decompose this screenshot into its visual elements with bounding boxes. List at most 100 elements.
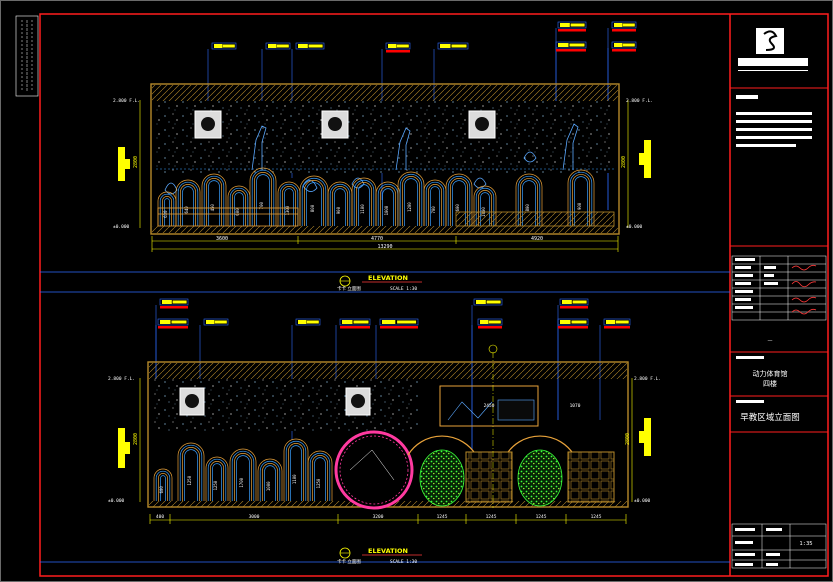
annotation-tag bbox=[157, 318, 189, 329]
upper-floor-band bbox=[152, 226, 618, 233]
lower-dim-6: 1245 bbox=[536, 514, 547, 520]
storage-shelf bbox=[567, 451, 615, 503]
lower-dim-5: 1245 bbox=[486, 514, 497, 520]
annotation-tag bbox=[611, 21, 637, 32]
picture-frame bbox=[468, 110, 496, 139]
rainbow-arch: 800 bbox=[299, 175, 329, 226]
arch-dimension-label: 900 bbox=[336, 206, 341, 214]
signoff-marks bbox=[735, 258, 778, 309]
rainbow-arch: 700 bbox=[249, 167, 277, 226]
upper-bottom-dims bbox=[151, 236, 619, 252]
company-info-bars bbox=[736, 95, 812, 147]
lower-title bbox=[339, 547, 422, 559]
arch-dimension-label: 450 bbox=[210, 204, 215, 212]
storage-shelf bbox=[465, 451, 513, 503]
upper-height-left: 2800 bbox=[133, 156, 139, 168]
annotation-tag bbox=[211, 42, 237, 50]
rabbit-outline bbox=[164, 182, 178, 195]
rainbow-arch: 600 bbox=[153, 468, 173, 501]
arch-dimension-label: 1200 bbox=[407, 202, 412, 212]
upper-starry-wall bbox=[156, 101, 614, 173]
annotation-tag bbox=[557, 318, 589, 329]
upper-dim-2: 4770 bbox=[371, 236, 383, 242]
lower-title-text: ELEVATION bbox=[368, 547, 408, 555]
drawing-info-table bbox=[731, 523, 827, 569]
arch-dimension-label: 1000 bbox=[266, 481, 271, 491]
drawing-name: 早教区域立面图 bbox=[740, 412, 800, 423]
annotation-tag bbox=[295, 318, 321, 326]
lower-height-left: 2800 bbox=[133, 433, 139, 445]
arch-dimension-label: 900 bbox=[577, 202, 582, 210]
rabbit-outline bbox=[473, 177, 487, 189]
round-doorway bbox=[334, 430, 414, 510]
arch-dimension-label: 1250 bbox=[213, 480, 218, 490]
lower-level-bottom-left: ±0.000 bbox=[108, 498, 125, 504]
lower-dim-2: 3000 bbox=[249, 514, 260, 520]
lower-arches: 125012501700100011001250600800 bbox=[153, 438, 607, 501]
annotation-tag bbox=[295, 42, 325, 50]
lower-title-sub-b: SCALE 1:30 bbox=[390, 559, 417, 565]
upper-ceiling-band bbox=[152, 85, 618, 101]
annotation-tag bbox=[473, 298, 503, 306]
lower-height-right: 2800 bbox=[625, 433, 631, 445]
rabbit-outline bbox=[523, 151, 537, 163]
annotation-tag bbox=[203, 318, 229, 326]
arch-dimension-label: 600 bbox=[455, 204, 460, 212]
lower-panel-label-2: 1070 bbox=[570, 403, 581, 409]
arch-dimension-label: 700 bbox=[259, 202, 264, 210]
title-block: — 动力体育馆 四楼 早教区域立面图 1:35 bbox=[730, 28, 828, 569]
upper-height-right: 2800 bbox=[621, 156, 627, 168]
annotation-tag bbox=[385, 42, 411, 53]
upper-level-bottom-right: ±0.000 bbox=[626, 224, 643, 230]
project-name-line2: 四楼 bbox=[763, 379, 777, 388]
upper-wall-outline bbox=[150, 83, 620, 235]
arch-dimension-label: 600 bbox=[159, 486, 164, 494]
upper-title-text: ELEVATION bbox=[368, 274, 408, 282]
annotation-tag bbox=[611, 41, 637, 52]
rainbow-arch: 800 bbox=[515, 173, 543, 226]
annotation-tag bbox=[265, 42, 291, 50]
rainbow-arch: 1250 bbox=[205, 456, 229, 501]
annotation-tag bbox=[437, 42, 469, 50]
giraffe-outline bbox=[562, 123, 579, 171]
drawing-scale: 1:35 bbox=[799, 541, 812, 547]
lower-level-bottom-right: ±0.000 bbox=[634, 498, 651, 504]
annotation-tag bbox=[159, 298, 189, 309]
rabbit-outline bbox=[302, 180, 318, 192]
signatures bbox=[791, 264, 817, 315]
lower-elevation: 2450 1070 125012501700100011001250600800 bbox=[108, 298, 661, 565]
title-block-dash: — bbox=[768, 338, 773, 344]
arch-dimension-label: 1000 bbox=[384, 205, 389, 215]
upper-title bbox=[339, 275, 422, 287]
arch-dimension-label: 1300 bbox=[285, 205, 290, 215]
annotation-tag bbox=[477, 318, 503, 329]
arch-dimension-label: 1100 bbox=[360, 204, 365, 214]
lower-level-top-left: 2.800 F.L. bbox=[108, 376, 135, 382]
signoff-table bbox=[731, 255, 827, 321]
lower-level-top-right: 2.800 F.L. bbox=[634, 376, 661, 382]
company-logo bbox=[738, 28, 808, 71]
rainbow-arch: 1250 bbox=[177, 442, 205, 501]
rainbow-arch: 1250 bbox=[307, 450, 333, 501]
tree-right bbox=[505, 435, 575, 507]
lower-ceiling-band bbox=[149, 363, 627, 379]
annotation-tag bbox=[379, 318, 419, 329]
tree-left bbox=[407, 435, 477, 507]
annotation-tag bbox=[603, 318, 631, 329]
rainbow-arch: 1200 bbox=[397, 171, 425, 226]
arch-dimension-label: 800 bbox=[525, 204, 530, 212]
binding-strip bbox=[15, 15, 39, 97]
upper-level-top-right: 2.800 F.L. bbox=[626, 98, 653, 104]
rainbow-arch: 450 bbox=[201, 173, 227, 226]
rainbow-arch: 1700 bbox=[229, 448, 257, 501]
rainbow-arch: 1000 bbox=[375, 181, 401, 226]
lower-display-panel bbox=[439, 385, 539, 427]
upper-title-sub-b: SCALE 1:30 bbox=[390, 286, 417, 292]
upper-height-dims bbox=[139, 100, 629, 228]
rainbow-arch: 900 bbox=[567, 169, 595, 226]
annotation-tag bbox=[555, 41, 587, 52]
rabbit-outline bbox=[351, 177, 365, 189]
upper-bench bbox=[455, 211, 615, 227]
upper-title-sub-a: 卡卡 立面图 bbox=[337, 285, 361, 292]
